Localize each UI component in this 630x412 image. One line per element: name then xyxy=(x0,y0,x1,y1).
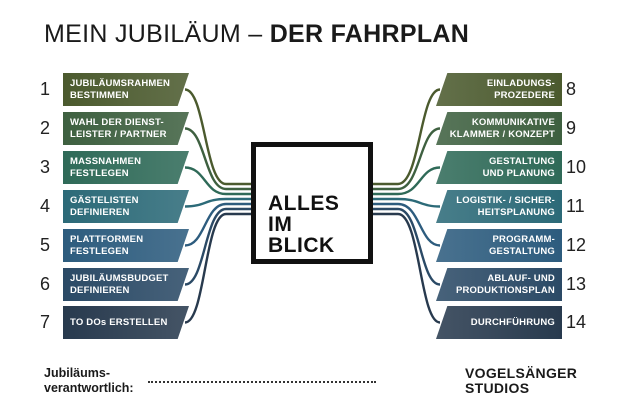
signature-line xyxy=(148,381,376,383)
left-step-number: 2 xyxy=(40,118,51,138)
right-step-box: PROGRAMM- GESTALTUNG xyxy=(436,229,562,262)
right-connector xyxy=(373,88,441,186)
right-step-label: PROGRAMM- GESTALTUNG xyxy=(488,233,555,257)
title-bold: DER FAHRPLAN xyxy=(269,20,470,48)
right-step-box: DURCHFÜHRUNG xyxy=(436,306,562,339)
left-connector xyxy=(184,207,251,286)
left-step-number: 4 xyxy=(40,196,51,216)
left-step-box: PLATTFORMEN FESTLEGEN xyxy=(63,229,189,262)
right-connector xyxy=(373,166,441,196)
right-step-box: LOGISTIK- / SICHER- HEITSPLANUNG xyxy=(436,190,562,223)
right-step-number: 10 xyxy=(566,157,587,177)
right-step-label: LOGISTIK- / SICHER- HEITSPLANUNG xyxy=(456,194,555,218)
center-text: ALLES IM BLICK xyxy=(268,192,340,257)
left-step-box: JUBILÄUMSRAHMEN BESTIMMEN xyxy=(63,73,189,106)
right-step-number: 9 xyxy=(566,118,577,138)
left-step-box: GÄSTELISTEN DEFINIEREN xyxy=(63,190,189,223)
right-step-number: 14 xyxy=(566,312,587,332)
right-step-number: 8 xyxy=(566,79,577,99)
right-connector xyxy=(373,212,441,324)
left-connector xyxy=(184,88,251,186)
left-step-box: WAHL DER DIENST- LEISTER / PARTNER xyxy=(63,112,189,145)
left-step-box: TO DOs ERSTELLEN xyxy=(63,306,189,339)
left-step-label: TO DOs ERSTELLEN xyxy=(70,316,168,328)
right-step-number: 11 xyxy=(566,196,585,216)
left-step-number: 7 xyxy=(40,312,51,332)
left-connector xyxy=(184,212,251,324)
left-step-box: MASSNAHMEN FESTLEGEN xyxy=(63,151,189,184)
title-normal: MEIN JUBILÄUM – xyxy=(44,20,270,48)
right-connector xyxy=(373,202,441,247)
responsible-label: Jubiläums- verantwortlich: xyxy=(44,366,134,395)
left-step-number: 5 xyxy=(40,235,51,255)
left-step-label: WAHL DER DIENST- LEISTER / PARTNER xyxy=(70,116,167,140)
left-connector xyxy=(184,127,251,191)
right-step-label: ABLAUF- UND PRODUKTIONSPLAN xyxy=(455,272,555,296)
right-connector xyxy=(373,207,441,286)
right-connector xyxy=(373,197,441,208)
left-step-box: JUBILÄUMSBUDGET DEFINIEREN xyxy=(63,268,189,301)
left-connector xyxy=(184,202,251,247)
left-connector xyxy=(184,197,251,208)
left-step-number: 3 xyxy=(40,157,51,177)
left-step-label: JUBILÄUMSRAHMEN BESTIMMEN xyxy=(70,77,171,101)
right-step-number: 12 xyxy=(566,235,587,255)
page-title: MEIN JUBILÄUM – DER FAHRPLAN xyxy=(44,20,469,49)
left-step-label: PLATTFORMEN FESTLEGEN xyxy=(70,233,144,257)
left-step-label: JUBILÄUMSBUDGET DEFINIEREN xyxy=(70,272,169,296)
left-step-number: 6 xyxy=(40,274,51,294)
right-step-box: KOMMUNIKATIVE KLAMMER / KONZEPT xyxy=(436,112,562,145)
right-step-label: EINLADUNGS- PROZEDERE xyxy=(486,77,555,101)
left-step-label: GÄSTELISTEN DEFINIEREN xyxy=(70,194,139,218)
right-step-label: KOMMUNIKATIVE KLAMMER / KONZEPT xyxy=(449,116,555,140)
right-step-label: DURCHFÜHRUNG xyxy=(470,316,555,328)
right-step-box: GESTALTUNG UND PLANUNG xyxy=(436,151,562,184)
brand-logo: VOGELSÄNGER STUDIOS xyxy=(465,365,578,396)
right-connector xyxy=(373,127,441,191)
left-connector xyxy=(184,166,251,196)
left-step-label: MASSNAHMEN FESTLEGEN xyxy=(70,155,142,179)
center-box: ALLES IM BLICK xyxy=(251,142,373,264)
left-step-number: 1 xyxy=(40,79,51,99)
right-step-number: 13 xyxy=(566,274,587,294)
right-step-box: EINLADUNGS- PROZEDERE xyxy=(436,73,562,106)
right-step-box: ABLAUF- UND PRODUKTIONSPLAN xyxy=(436,268,562,301)
right-step-label: GESTALTUNG UND PLANUNG xyxy=(482,155,555,179)
